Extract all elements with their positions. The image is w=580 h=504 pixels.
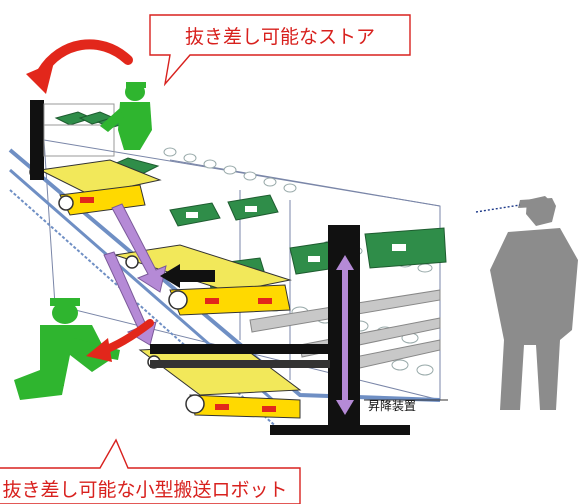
conveyor-trays (29, 159, 302, 419)
top-callout-text: 抜き差し可能なストア (185, 26, 375, 48)
push-arrow (160, 264, 215, 288)
top-callout: 抜き差し可能なストア (149, 14, 411, 87)
transfer-arrows (103, 203, 167, 346)
bottom-callout: 抜き差し可能な小型搬送ロボット (0, 438, 301, 504)
swap-arrow-top (26, 39, 133, 94)
swap-arrow-bottom (86, 319, 154, 362)
lift-column-icon: 昇降装置 (150, 225, 448, 435)
bottom-callout-text: 抜き差し可能な小型搬送ロボット (2, 479, 287, 501)
worker-top-icon (100, 82, 152, 150)
observer-icon (475, 196, 578, 410)
lift-device-label: 昇降装置 (368, 399, 416, 413)
